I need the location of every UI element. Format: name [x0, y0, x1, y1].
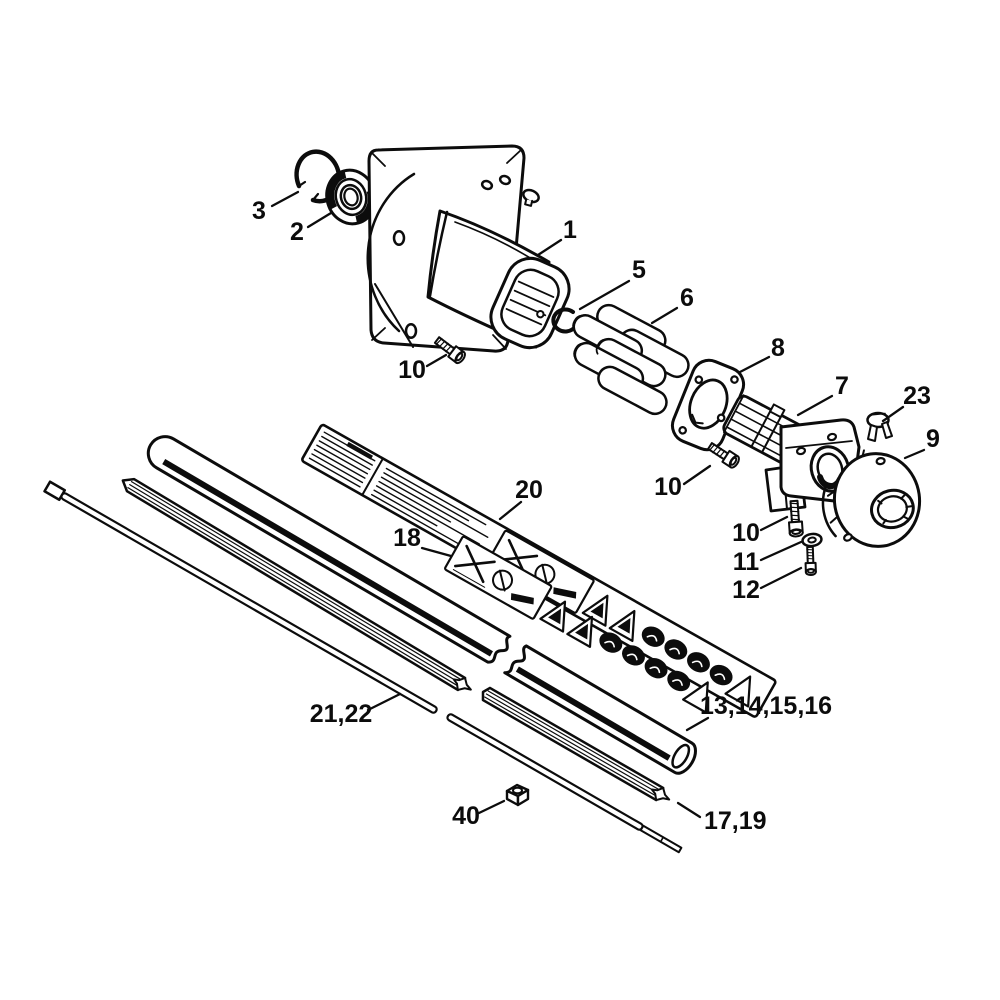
gasket-hole [694, 375, 704, 385]
shaft-driver-tip [639, 824, 683, 854]
leader-3 [270, 190, 300, 208]
callout-numbers: 3 2 1 10 5 6 8 7 23 9 10 10 11 12 20 18 … [252, 197, 940, 835]
leader-10b [682, 464, 712, 486]
gasket-hole [678, 426, 687, 435]
callout-9: 9 [926, 425, 940, 453]
liner-star-end [452, 676, 472, 691]
rim-notches [826, 449, 865, 524]
tube-open-end [671, 743, 691, 769]
callout-5: 5 [632, 256, 646, 284]
leader-8 [738, 355, 771, 374]
leader-21-22 [366, 692, 402, 712]
callout-11: 11 [733, 548, 760, 576]
leader-10c [759, 515, 789, 532]
leader-13-16 [685, 716, 710, 732]
socket-screw-middle [707, 442, 740, 469]
gasket-hole [730, 375, 739, 384]
sleeve-key-tab [769, 403, 786, 419]
liner-tube-lower [481, 686, 671, 802]
bore-splines [877, 494, 913, 525]
bolt-hole [480, 179, 494, 191]
callout-13-16: 13,14,15,16 [700, 692, 832, 720]
thread-lines [789, 502, 800, 521]
leader-12 [759, 566, 803, 590]
bolt-hole [498, 174, 512, 186]
ball-bearing [325, 168, 377, 226]
leader-6 [650, 306, 679, 325]
callout-10c: 10 [732, 519, 760, 547]
washer [801, 532, 823, 548]
drive-tube-upper-segment [146, 435, 512, 664]
buffer-plug-bundle [572, 303, 690, 416]
drive-shaft-upper [43, 480, 438, 714]
drive-shaft-lower [446, 713, 683, 854]
clutch-housing-flange [366, 144, 571, 353]
callout-18: 18 [393, 524, 421, 552]
plug-screw [522, 188, 540, 207]
label-text-lines [370, 467, 489, 548]
callout-21-22: 21,22 [310, 700, 373, 728]
leader-1 [536, 238, 563, 257]
liner-tube-upper [121, 477, 472, 692]
tube-label-strip [301, 423, 777, 718]
tube-stripe-2 [515, 666, 671, 761]
retaining-clip [866, 411, 893, 442]
leader-23 [881, 405, 905, 423]
clamp-coupling [722, 394, 861, 513]
leader-18 [420, 546, 453, 558]
drive-tube-lower-segment [503, 644, 697, 775]
thread-lines [708, 443, 726, 458]
square-nut [505, 783, 530, 807]
liner-ribs [127, 481, 463, 687]
callout-7: 7 [835, 372, 849, 400]
callout-40: 40 [452, 802, 480, 830]
leader-9 [903, 448, 926, 460]
leader-20 [498, 500, 523, 521]
callout-2: 2 [290, 218, 304, 246]
liner-star-end [650, 786, 671, 802]
leader-10a [425, 353, 448, 368]
tube-stripe [162, 458, 494, 657]
leader-7 [796, 394, 834, 417]
thread-lines [435, 338, 452, 353]
socket-screw-lower [787, 499, 804, 538]
leader-40 [477, 799, 506, 815]
gasket-hole [716, 413, 726, 423]
callout-8: 8 [771, 334, 785, 362]
cover-hole [843, 533, 853, 542]
thread-lines [806, 548, 815, 560]
callout-23: 23 [903, 382, 931, 410]
cover-hole [875, 456, 886, 466]
bolt-hole [392, 229, 406, 247]
leader-17-19 [676, 801, 702, 819]
clamp-screw-hole [795, 446, 807, 456]
clamp-screw-hole [826, 432, 838, 442]
callout-20: 20 [515, 476, 543, 504]
leader-2 [306, 211, 333, 229]
drive-tube [146, 435, 697, 775]
flange-boss-arc [366, 172, 416, 333]
bolt-hole [404, 322, 418, 340]
label-hatch-lines [308, 431, 376, 488]
socket-screw-upper [433, 336, 466, 365]
liner-ribs [484, 690, 661, 797]
barrel-open-end [489, 256, 571, 350]
round-cover [821, 449, 922, 548]
leader-lines [270, 190, 926, 819]
socket-screw-small [804, 545, 817, 576]
callout-12: 12 [732, 576, 760, 604]
plug-end-arcs [572, 314, 606, 359]
leader-5 [578, 279, 631, 311]
callout-3: 3 [252, 197, 266, 225]
callout-6: 6 [680, 284, 694, 312]
leader-11 [759, 540, 803, 562]
callout-1: 1 [563, 216, 577, 244]
callout-10b: 10 [654, 473, 682, 501]
callout-10a: 10 [398, 356, 426, 384]
callout-17-19: 17,19 [704, 807, 767, 835]
